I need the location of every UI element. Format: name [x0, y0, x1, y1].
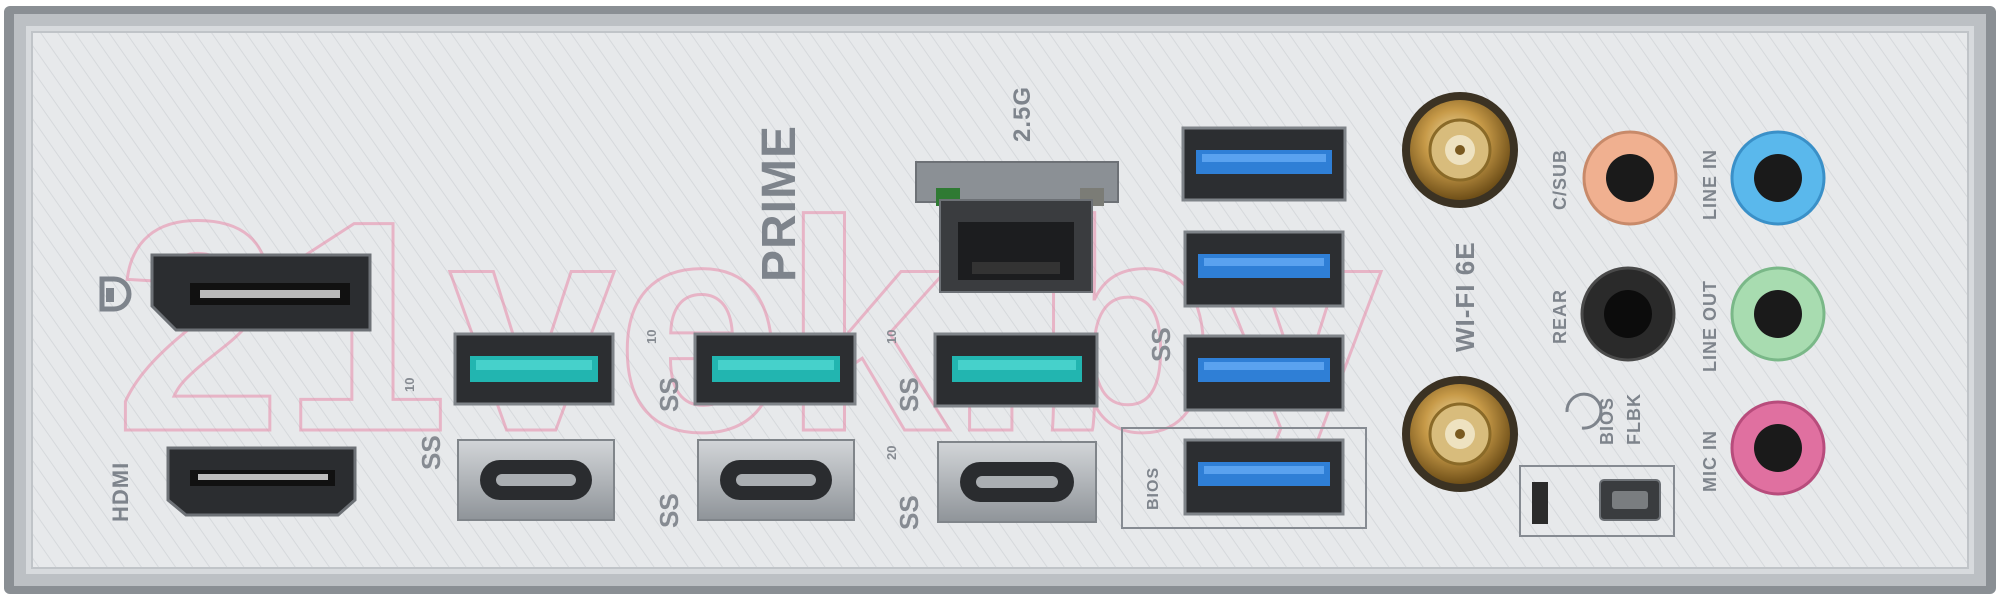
svg-text:10: 10: [402, 378, 417, 392]
ethernet-port[interactable]: [915, 161, 1119, 293]
usb-c-port-col1[interactable]: [457, 439, 615, 521]
audio-jack-csub[interactable]: [1582, 130, 1678, 226]
usb3-port-1[interactable]: [1181, 126, 1347, 202]
rear-label: REAR: [1550, 289, 1570, 344]
ss-logo-col2-top: SS 10: [644, 330, 684, 412]
usb-c-port-col2[interactable]: [697, 439, 855, 521]
bios-flashback-label-top: BIOS: [1597, 397, 1617, 445]
audio-jack-line-in[interactable]: [1730, 130, 1826, 226]
bios-usb-frame: [1121, 427, 1367, 529]
csub-label: C/SUB: [1550, 149, 1570, 210]
ss-logo-usb3-stack: SS: [1146, 327, 1176, 362]
audio-jack-rear[interactable]: [1580, 266, 1676, 362]
mic-in-label: MIC IN: [1700, 430, 1720, 492]
svg-text:10: 10: [644, 330, 659, 344]
svg-text:10: 10: [884, 330, 899, 344]
svg-text:SS: SS: [894, 495, 924, 530]
ss-logo-col3-top: SS 10: [884, 330, 924, 412]
usb3-port-2[interactable]: [1183, 230, 1345, 308]
bios-usb-label: BIOS: [1145, 467, 1162, 510]
svg-text:SS: SS: [654, 377, 684, 412]
ss-logo-col1-top: SS 10: [402, 378, 446, 470]
ss-logo-col2-bottom: SS: [654, 493, 684, 528]
svg-text:SS: SS: [654, 493, 684, 528]
audio-jack-line-out[interactable]: [1730, 266, 1826, 362]
wifi-label: WI-FI 6E: [1450, 241, 1480, 352]
wifi-antenna-connector-top[interactable]: [1402, 92, 1518, 208]
svg-text:SS: SS: [894, 377, 924, 412]
bios-flashback-label-bottom: FLBK: [1624, 393, 1644, 445]
wifi-antenna-connector-bottom[interactable]: [1402, 376, 1518, 492]
usb-a-port-col1[interactable]: [453, 332, 615, 406]
svg-text:20: 20: [884, 446, 899, 460]
ss-logo-col3-bottom: SS 20: [884, 446, 924, 530]
bios-flashback-frame: [1519, 465, 1675, 537]
usb-a-port-col2[interactable]: [693, 332, 857, 406]
lan-speed-label: 2.5G: [1009, 86, 1036, 142]
bios-flashback-icon: [1565, 392, 1603, 430]
audio-jack-mic-in[interactable]: [1730, 400, 1826, 496]
bios-flashback-led: [1532, 482, 1548, 524]
usb3-port-bios[interactable]: [1183, 438, 1345, 516]
line-in-label: LINE IN: [1700, 149, 1720, 220]
usb-c-port-col3[interactable]: [937, 441, 1097, 523]
usb-a-port-col3[interactable]: [933, 332, 1099, 408]
displayport-port[interactable]: [150, 253, 372, 332]
bios-flashback-button[interactable]: [1599, 479, 1661, 521]
hdmi-label: HDMI: [108, 462, 133, 522]
line-out-label: LINE OUT: [1700, 280, 1720, 372]
svg-text:SS: SS: [1146, 327, 1176, 362]
svg-text:SS: SS: [416, 435, 446, 470]
brand-label: PRIME: [753, 125, 806, 282]
hdmi-port[interactable]: [166, 446, 357, 517]
displayport-icon: [99, 276, 132, 312]
usb3-port-3[interactable]: [1183, 334, 1345, 412]
